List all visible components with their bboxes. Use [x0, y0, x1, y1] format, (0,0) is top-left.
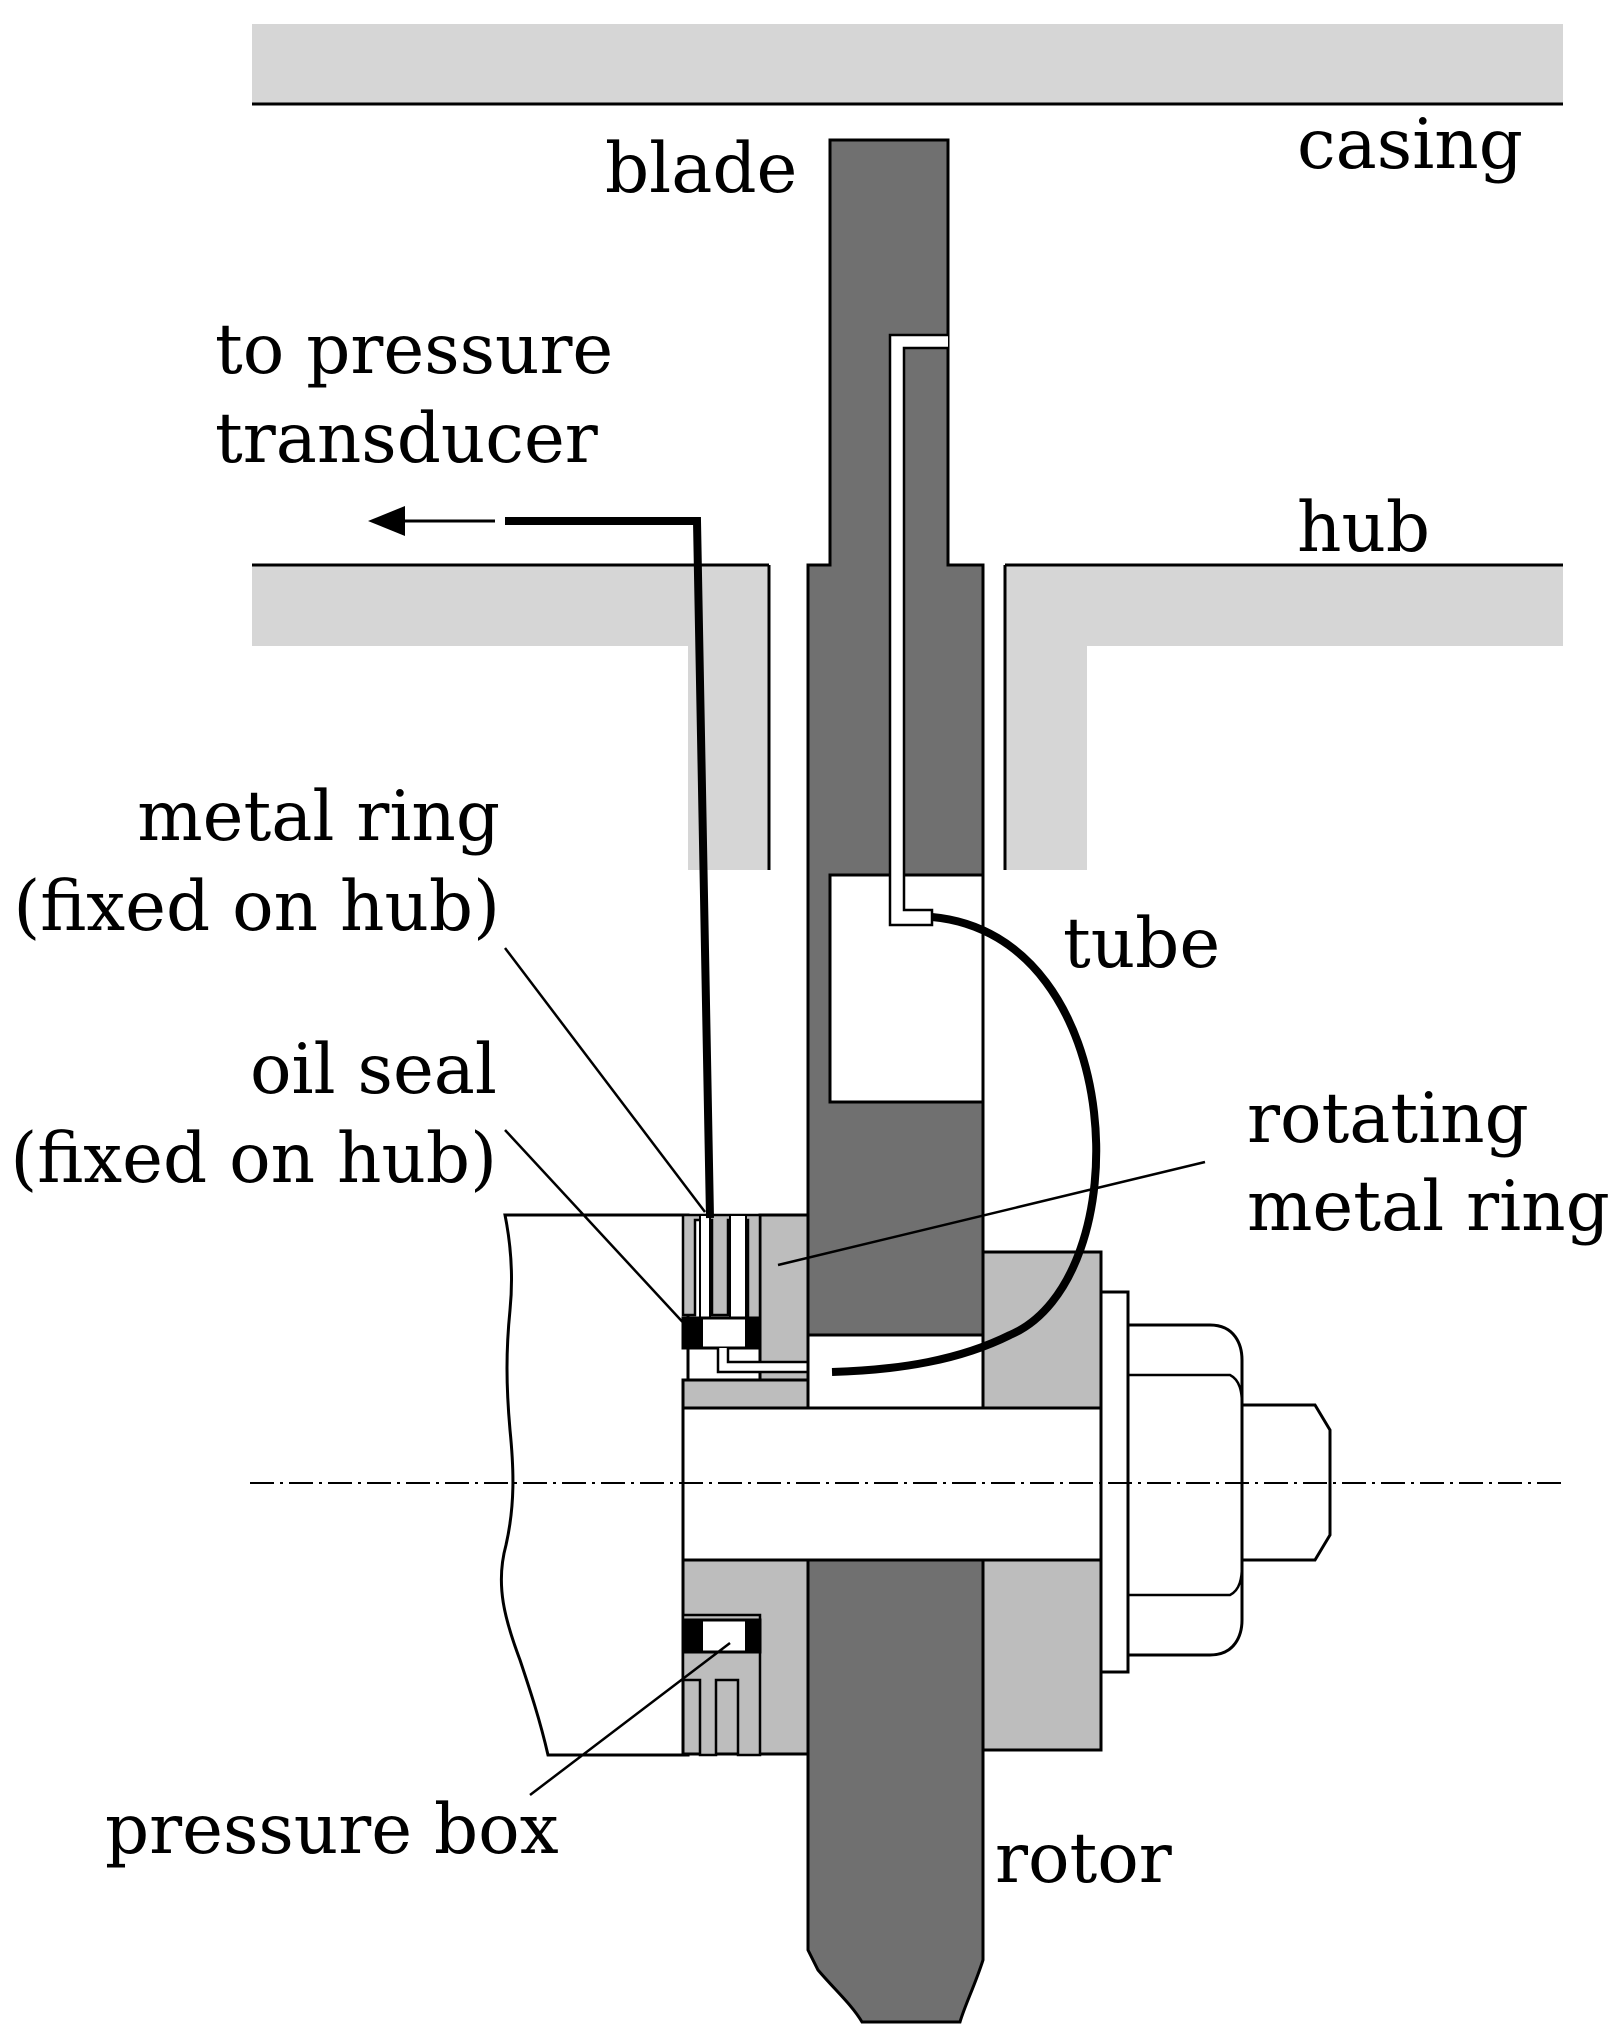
label-oil-seal: oil seal	[250, 1030, 497, 1110]
transducer-line	[505, 517, 714, 1219]
label-tube: tube	[1063, 904, 1220, 984]
label-blade: blade	[605, 129, 797, 209]
label-pressure-box: pressure box	[105, 1790, 559, 1870]
label-metal-ring: metal ring	[137, 777, 500, 857]
label-transducer: transducer	[215, 399, 598, 479]
tube	[831, 913, 1101, 1376]
hub	[252, 563, 1563, 870]
label-to-pressure: to pressure	[215, 310, 613, 390]
hub-body	[499, 1213, 690, 1757]
label-oil-seal-fixed: (fixed on hub)	[10, 1119, 497, 1199]
nut	[1126, 1323, 1244, 1657]
label-hub: hub	[1297, 488, 1430, 568]
pressure-box	[681, 1613, 762, 1757]
label-rotor: rotor	[995, 1819, 1172, 1899]
label-casing: casing	[1297, 105, 1523, 185]
label-rotating-metal-ring: metal ring	[1247, 1167, 1610, 1247]
metal-ring-fixed	[681, 1213, 762, 1346]
label-rotating: rotating	[1247, 1079, 1529, 1159]
arrow-left-icon	[368, 506, 495, 536]
rotor	[806, 1558, 985, 2024]
oil-seal-upper	[681, 1316, 762, 1350]
casing	[252, 24, 1563, 106]
label-metal-ring-fixed: (fixed on hub)	[13, 867, 500, 947]
leader-lines	[504, 947, 1206, 1796]
